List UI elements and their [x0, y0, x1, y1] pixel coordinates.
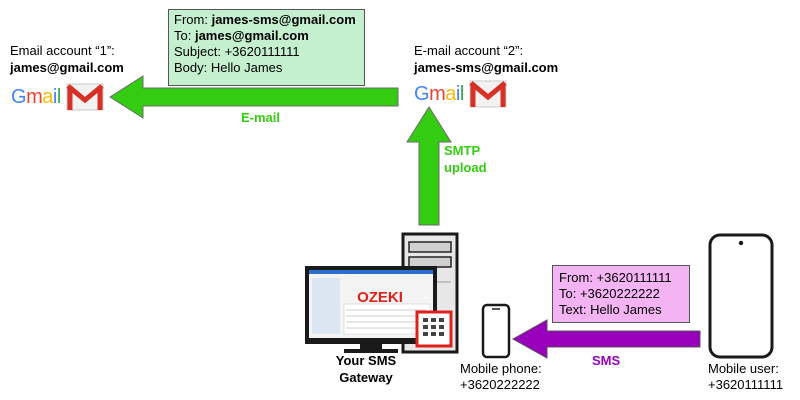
smtp-label-line2: upload: [444, 160, 487, 175]
sms-text: Text: Hello James: [559, 302, 662, 317]
gmail-envelope-icon: [66, 83, 104, 111]
sms-message-box: From: +3620111111 To: +3620222222 Text: …: [552, 265, 690, 323]
smtp-label-line1: SMTP: [444, 143, 481, 158]
email-arrow-label: E-mail: [241, 110, 281, 125]
email-account-2-title: E-mail account “2”:: [414, 43, 524, 58]
mobile-phone-label: Mobile phone:: [460, 361, 542, 376]
gmail-logo-1: Gmail: [11, 82, 104, 112]
email-to-value: james@gmail.com: [194, 28, 309, 43]
email-account-1-title: Email account “1”:: [10, 43, 115, 58]
ozeki-keypad-icon: [415, 310, 453, 348]
email-message-box: From: james-sms@gmail.com To: james@gmai…: [168, 9, 365, 86]
mobile-phone-number: +3620222222: [460, 377, 540, 392]
ozeki-brand-text: OZEKI: [357, 289, 403, 306]
email-subject: Subject: +3620111111: [174, 44, 300, 59]
sms-from: From: +3620111111: [559, 270, 672, 285]
email-body: Body: Hello James: [174, 60, 283, 75]
email-to-label: To:: [174, 28, 192, 43]
gmail-envelope-icon: [469, 80, 507, 108]
email-from-value: james-sms@gmail.com: [211, 12, 356, 27]
mobile-user-phone-icon: [708, 233, 774, 359]
sms-to: To: +3620222222: [559, 286, 660, 301]
pc-monitor: OZEKI: [305, 266, 437, 353]
gateway-label-line2: Gateway: [339, 370, 393, 385]
mobile-phone-icon: [481, 303, 511, 359]
gmail-logo-2: Gmail: [414, 79, 507, 109]
mobile-user-number: +3620111111: [708, 377, 784, 392]
mobile-user-label: Mobile user:: [708, 361, 779, 376]
sms-arrow-label: SMS: [592, 353, 621, 368]
gmail-logo-text: Gmail: [414, 83, 464, 105]
email-account-2-address: james-sms@gmail.com: [414, 60, 559, 75]
email-arrow: [109, 75, 399, 119]
gmail-logo-text: Gmail: [11, 86, 61, 108]
email-to-line: To: james@gmail.com: [174, 28, 359, 44]
sms-gateway-computer: OZEKI: [305, 232, 459, 354]
gateway-label-line1: Your SMS: [335, 353, 397, 368]
email-from-line: From: james-sms@gmail.com: [174, 12, 359, 28]
email-from-label: From:: [174, 12, 208, 27]
email-account-1-address: james@gmail.com: [10, 60, 124, 75]
smtp-upload-arrow: [406, 106, 452, 226]
sms-arrow: [511, 319, 701, 359]
